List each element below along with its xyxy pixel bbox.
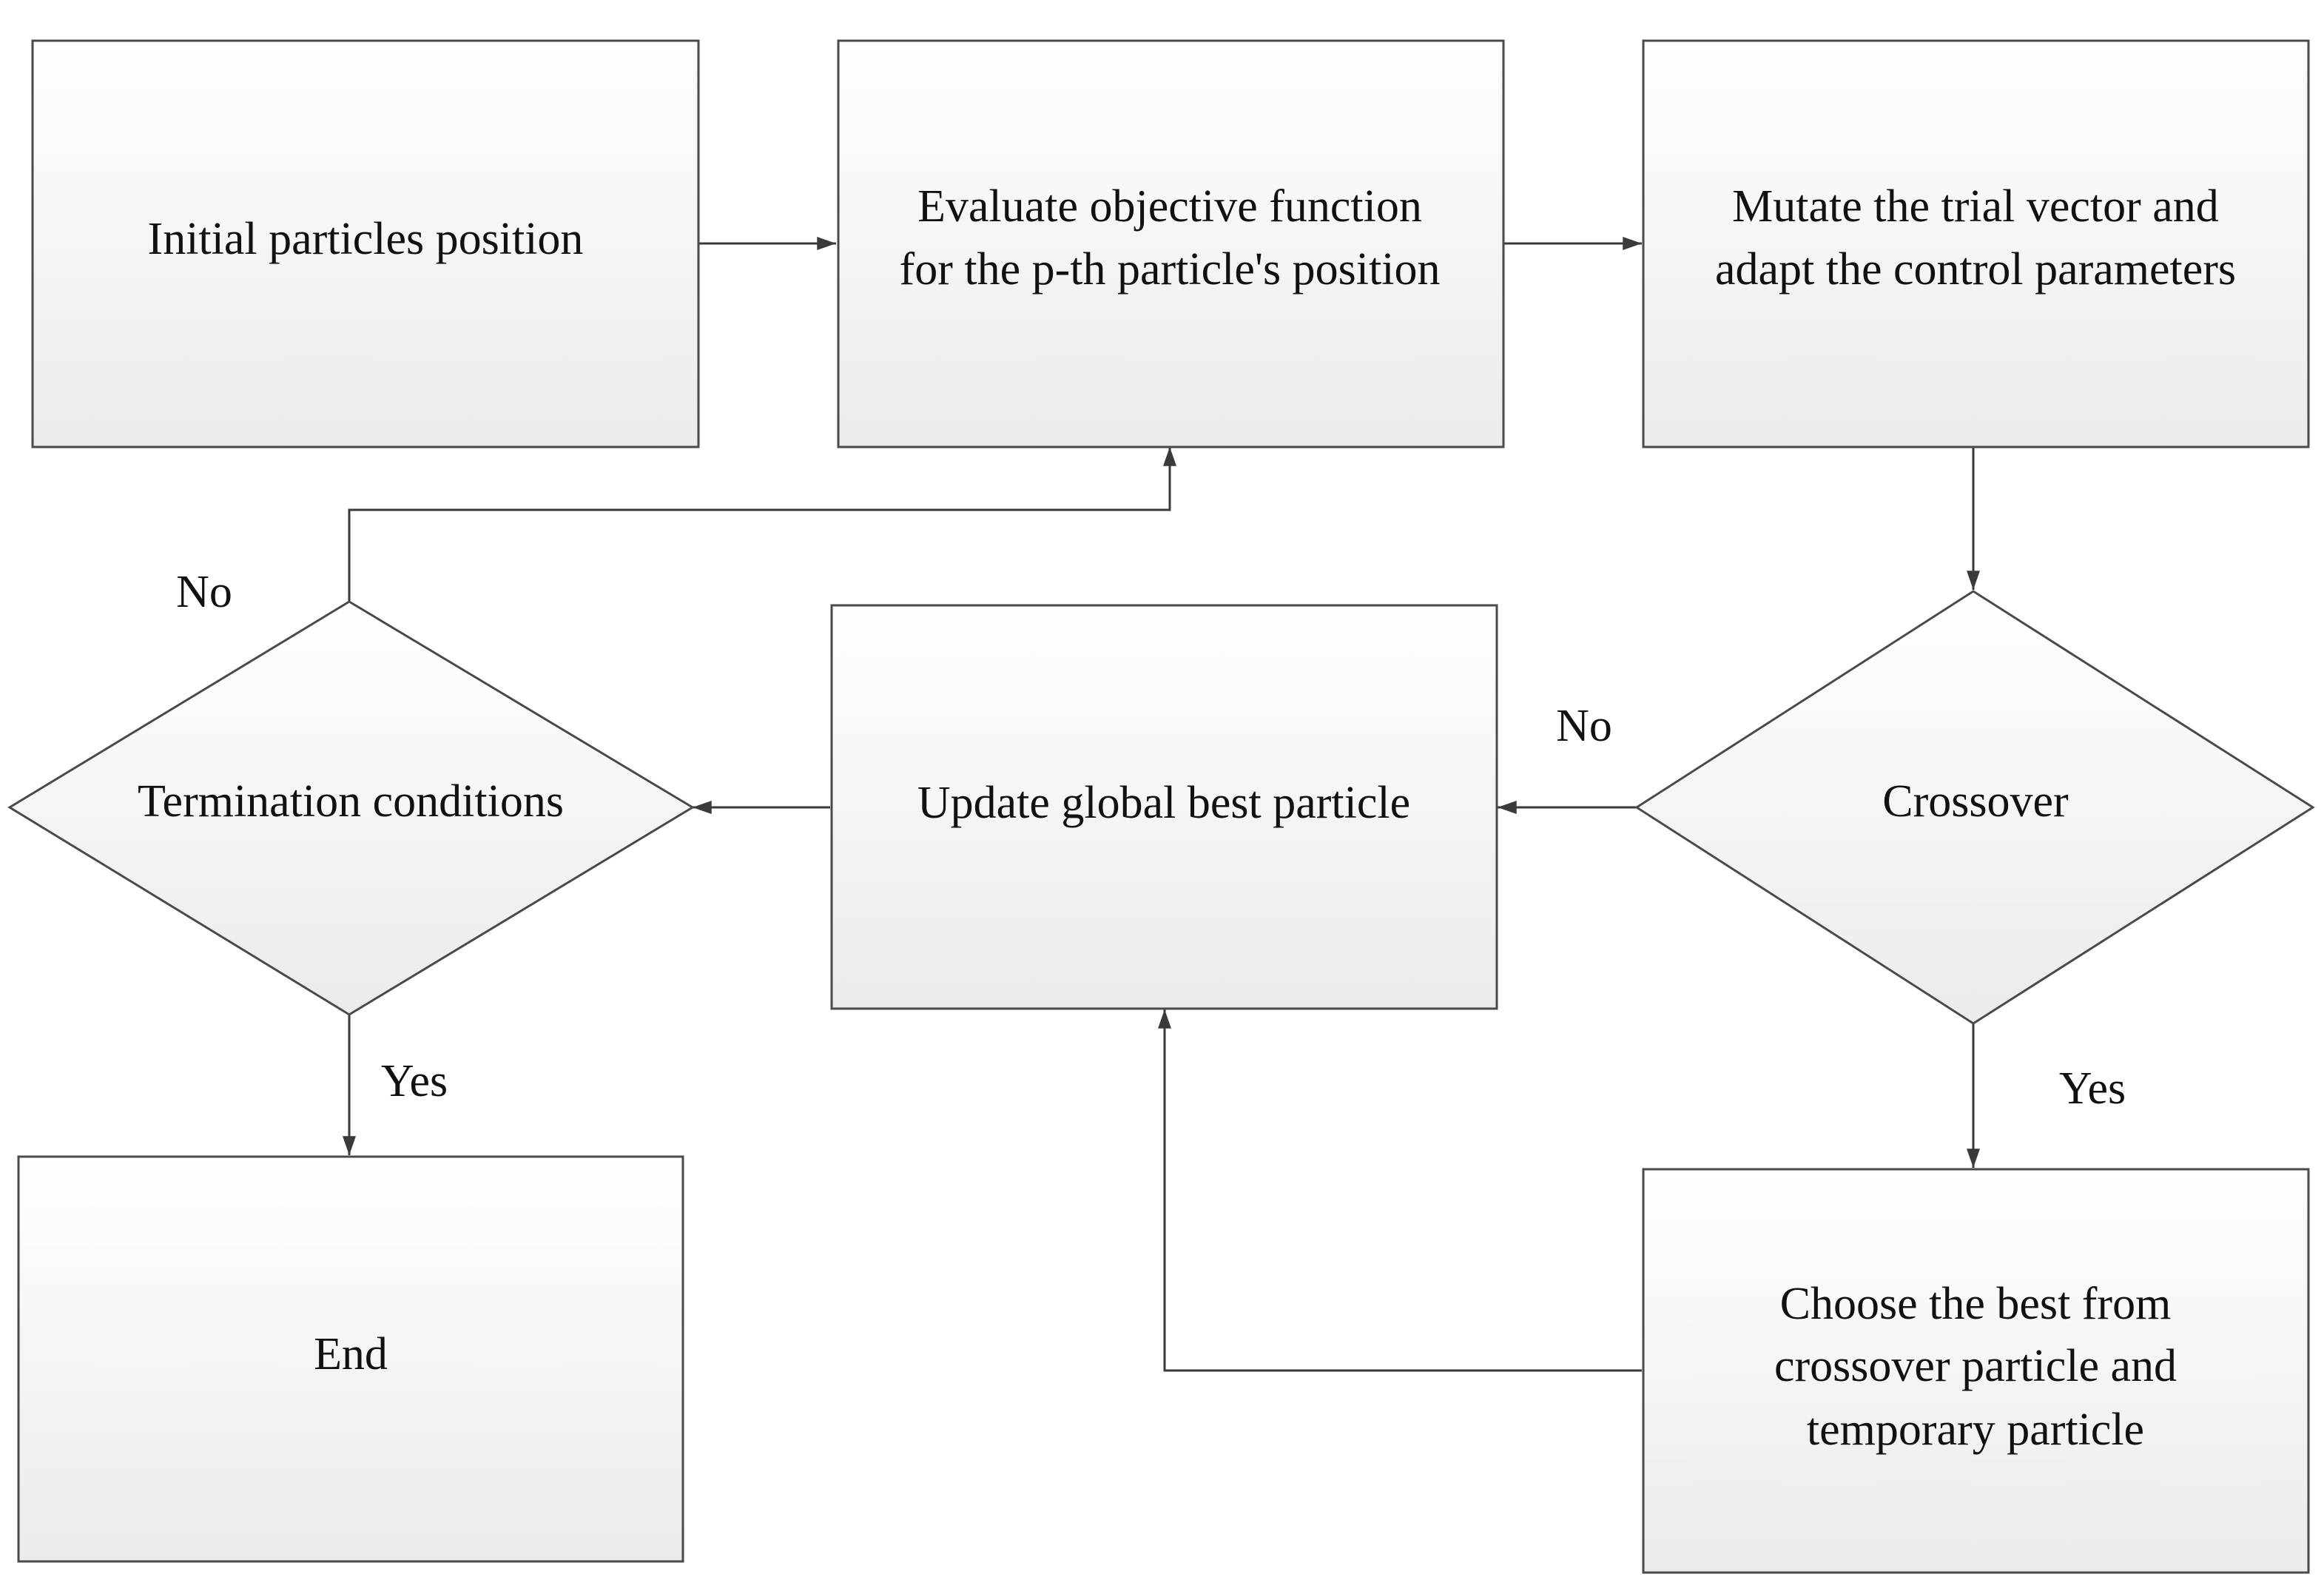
- node-end-label: End: [314, 1329, 388, 1379]
- arrow-termination-no-to-evaluate: [348, 447, 1176, 602]
- edge-label-crossover-yes: Yes: [2059, 1063, 2126, 1114]
- node-mutate-label-line1: Mutate the trial vector and: [1732, 181, 2219, 232]
- node-termination: Termination conditions: [7, 600, 695, 1016]
- edge-label-termination-no: No: [176, 567, 232, 617]
- node-initial: Initial particles position: [31, 39, 700, 448]
- node-choose-label-line3: temporary particle: [1807, 1405, 2144, 1455]
- edge-label-termination-yes: Yes: [381, 1056, 448, 1106]
- node-choose-label-line2: crossover particle and: [1774, 1341, 2177, 1391]
- node-evaluate-label-line2: for the p-th particle's position: [900, 244, 1441, 295]
- node-crossover: Crossover: [1634, 590, 2315, 1025]
- connectors: [343, 237, 1980, 1372]
- node-end: End: [17, 1155, 684, 1563]
- node-initial-label: Initial particles position: [148, 214, 584, 264]
- arrow-choose-to-update: [1158, 1009, 1642, 1372]
- node-update-label: Update global best particle: [917, 778, 1410, 828]
- node-choose-label-line1: Choose the best from: [1780, 1279, 2172, 1329]
- node-mutate: Mutate the trial vector and adapt the co…: [1642, 39, 2310, 448]
- node-termination-label: Termination conditions: [138, 776, 564, 827]
- edge-label-crossover-no: No: [1556, 701, 1612, 751]
- node-evaluate-label-line1: Evaluate objective function: [917, 181, 1422, 232]
- node-update: Update global best particle: [830, 604, 1498, 1010]
- node-evaluate: Evaluate objective function for the p-th…: [837, 39, 1505, 448]
- node-crossover-label: Crossover: [1882, 776, 2069, 827]
- node-choose: Choose the best from crossover particle …: [1642, 1168, 2310, 1574]
- node-mutate-label-line2: adapt the control parameters: [1715, 244, 2236, 295]
